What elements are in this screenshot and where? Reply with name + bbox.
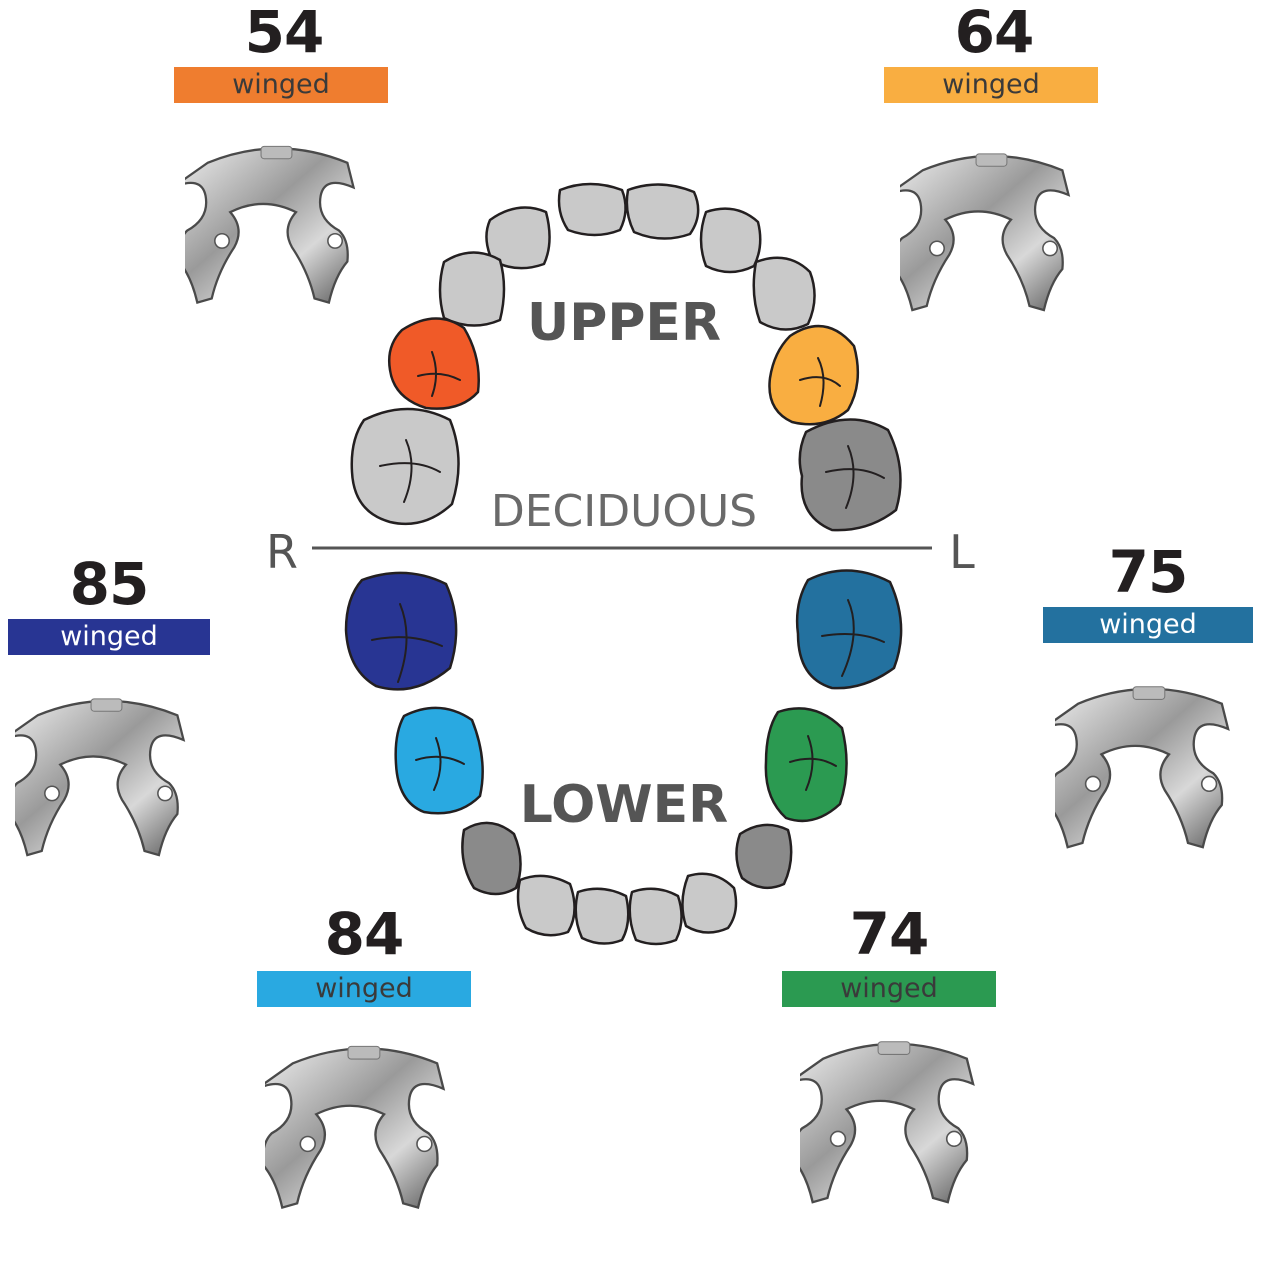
fissure-55 [379, 439, 441, 503]
tooth-upper-canine-left [752, 256, 816, 331]
fissure-84 [415, 737, 465, 791]
fissure-74 [789, 735, 837, 791]
clamp-number: 84 [324, 900, 405, 968]
clamp-tag: winged [884, 67, 1098, 103]
tooth-64 [768, 324, 860, 426]
clamp-image-85 [15, 697, 185, 857]
tooth-81 [574, 887, 630, 945]
clamp-image-64 [900, 152, 1070, 312]
fissure-54 [417, 351, 461, 397]
midline-label: DECIDUOUS [491, 486, 757, 537]
fissure-64 [799, 357, 841, 407]
clamp-tag: winged [174, 67, 388, 103]
tooth-84 [394, 706, 484, 815]
clamp-image-75 [1055, 685, 1230, 849]
lower-label: LOWER [520, 775, 728, 835]
tooth-55 [350, 407, 460, 526]
tooth-upper-central-left [625, 183, 700, 240]
tooth-73 [735, 823, 793, 890]
tooth-upper-lateral-left [699, 207, 762, 274]
left-side-label: L [949, 525, 975, 579]
tooth-74 [764, 707, 848, 823]
tooth-upper-lateral-right [485, 206, 551, 270]
tooth-upper-central-right [557, 182, 627, 237]
tooth-upper-canine-right [438, 251, 506, 327]
clamp-tag: winged [8, 619, 210, 655]
tooth-85 [344, 571, 458, 691]
clamp-number: 75 [1108, 538, 1189, 606]
tooth-65 [798, 418, 902, 532]
tooth-82 [516, 874, 576, 937]
fissure-75 [821, 599, 885, 677]
upper-label: UPPER [527, 293, 721, 353]
clamp-tag: winged [782, 971, 996, 1007]
clamp-image-84 [265, 1045, 445, 1209]
clamp-number: 74 [849, 900, 930, 968]
clamp-tag: winged [257, 971, 471, 1007]
clamp-number: 85 [69, 550, 150, 618]
fissure-65 [825, 445, 885, 509]
tooth-71 [628, 887, 683, 946]
tooth-54 [388, 317, 480, 410]
right-side-label: R [266, 525, 298, 579]
clamp-tag: winged [1043, 607, 1253, 643]
tooth-72 [681, 872, 738, 934]
clamp-number: 64 [954, 0, 1035, 66]
fissure-85 [371, 603, 443, 683]
clamp-image-74 [800, 1040, 975, 1204]
tooth-83 [461, 821, 522, 896]
clamp-image-54 [185, 145, 355, 304]
tooth-75 [795, 569, 903, 690]
clamp-number: 54 [244, 0, 325, 66]
